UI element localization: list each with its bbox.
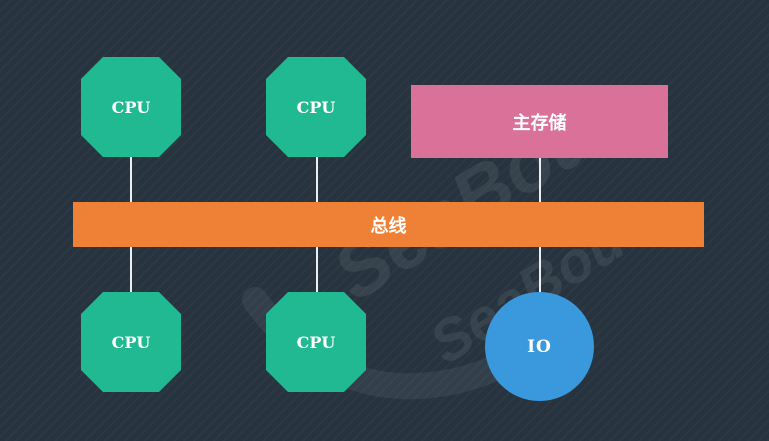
io-node: IO xyxy=(485,292,594,401)
cpu-node-label: CPU xyxy=(111,97,151,117)
cpu-node-label: CPU xyxy=(111,332,151,352)
connector-bus-cpu-3 xyxy=(130,246,132,293)
connector-cpu-1-bus xyxy=(130,157,132,203)
connector-cpu-2-bus xyxy=(316,157,318,203)
main-memory-node: 主存储 xyxy=(411,85,668,158)
connector-memory-bus xyxy=(539,157,541,203)
system-bus: 总线 xyxy=(73,202,704,247)
cpu-node-label: CPU xyxy=(296,332,336,352)
cpu-node: CPU xyxy=(81,292,181,392)
system-bus-label: 总线 xyxy=(370,215,407,237)
connector-bus-io xyxy=(539,246,541,293)
cpu-node: CPU xyxy=(266,292,366,392)
cpu-node-label: CPU xyxy=(296,97,336,117)
main-memory-label: 主存储 xyxy=(512,112,567,134)
cpu-node: CPU xyxy=(81,57,181,157)
io-node-label: IO xyxy=(527,336,552,357)
connector-bus-cpu-4 xyxy=(316,246,318,293)
cpu-node: CPU xyxy=(266,57,366,157)
